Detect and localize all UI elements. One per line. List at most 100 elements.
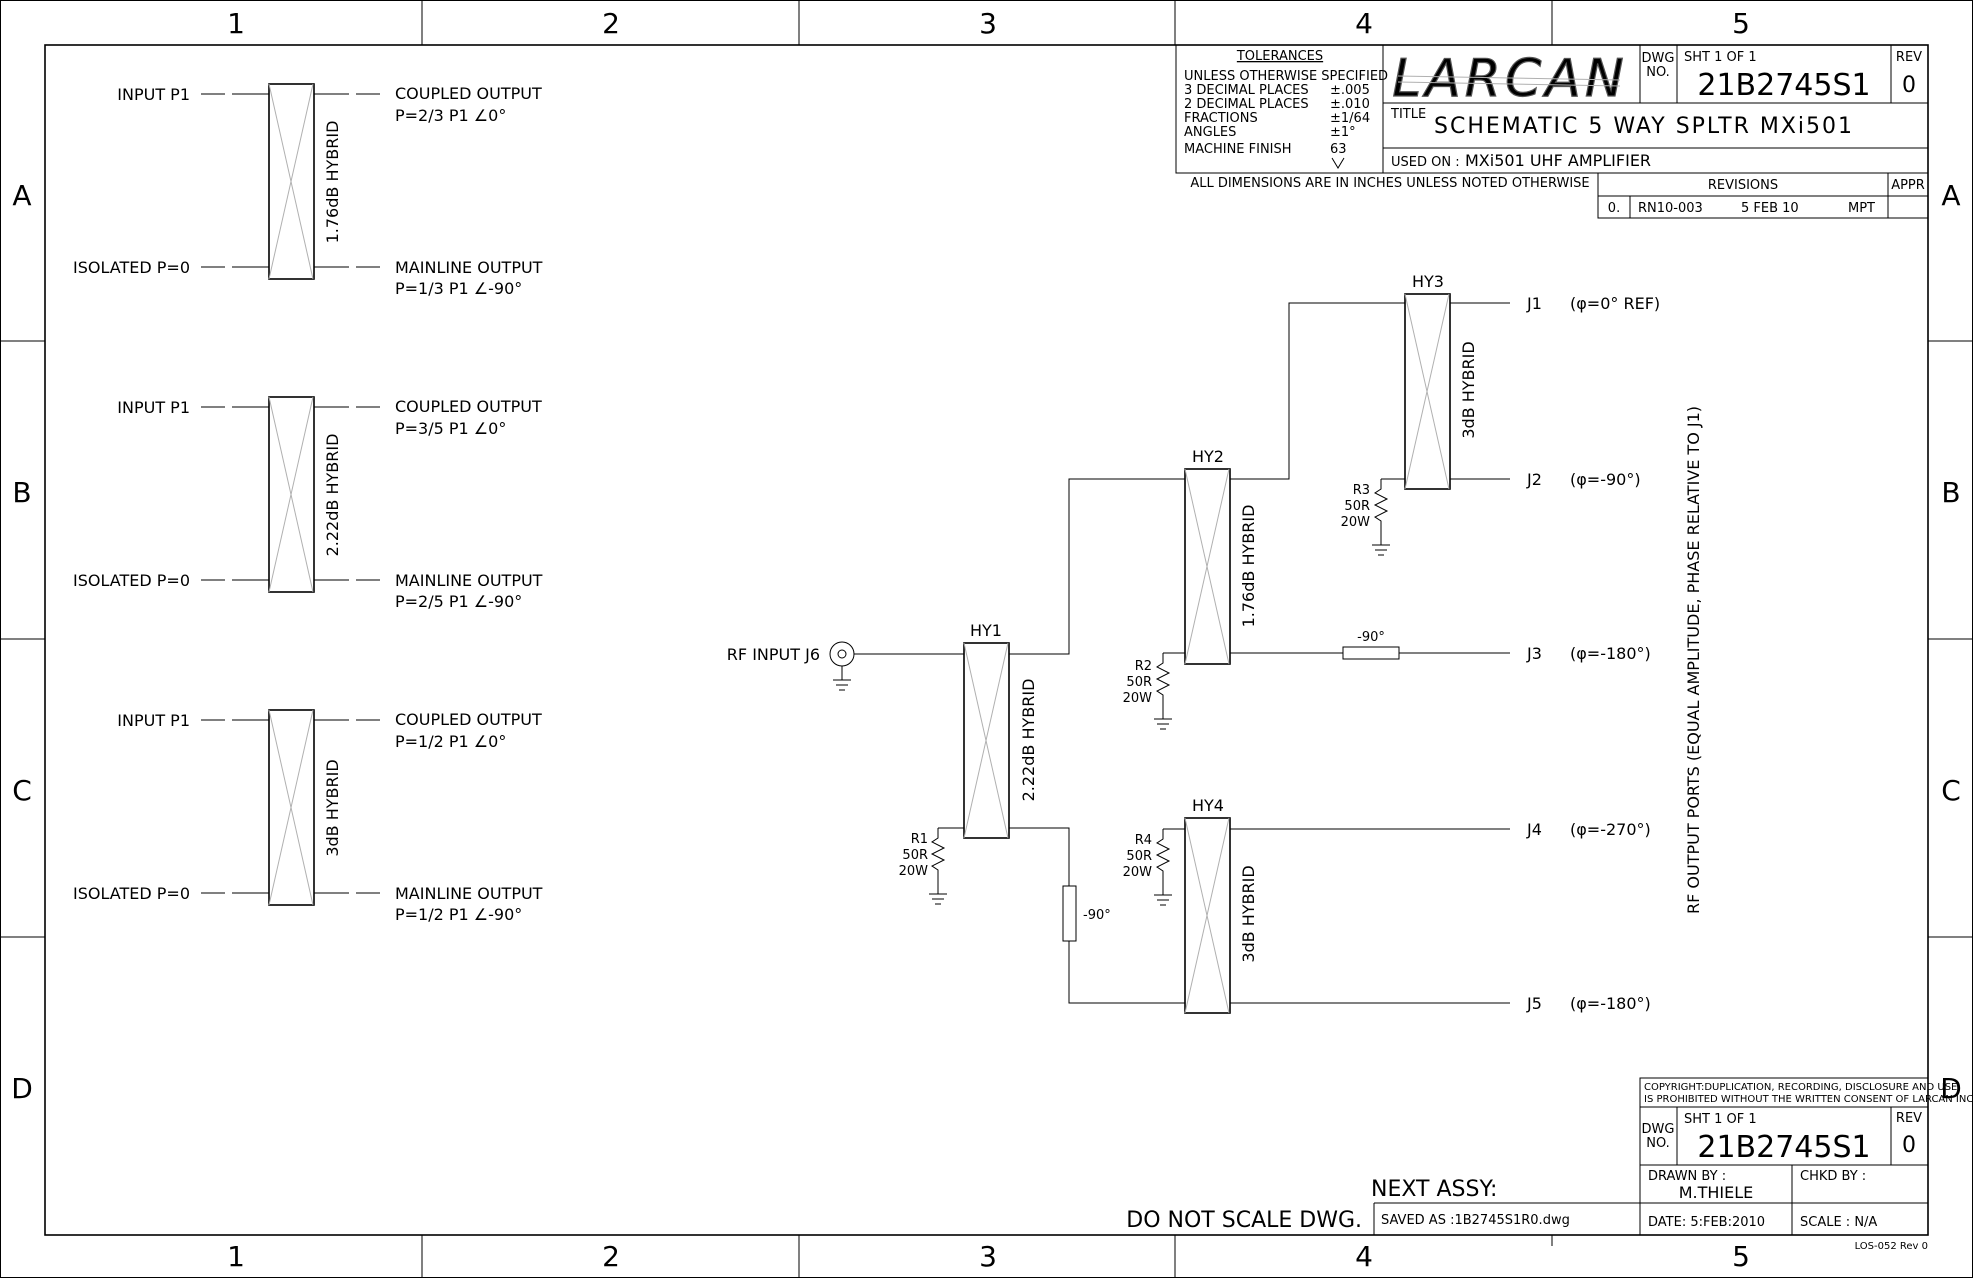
bottom-title-block: COPYRIGHT:DUPLICATION, RECORDING, DISCLO… bbox=[1126, 1077, 1973, 1252]
next-assy-label: NEXT ASSY: bbox=[1371, 1177, 1497, 1202]
tolerance-label: 2 DECIMAL PLACES bbox=[1184, 97, 1309, 112]
legend-hybrid-type: 2.22dB HYBRID bbox=[323, 434, 342, 557]
hybrid-type-label: 1.76dB HYBRID bbox=[1239, 505, 1258, 628]
legend-hybrid-type: 1.76dB HYBRID bbox=[323, 121, 342, 244]
hybrid-ref-label: HY1 bbox=[970, 621, 1002, 640]
delay-line-vertical: -90° bbox=[1062, 885, 1111, 942]
dimensions-note: ALL DIMENSIONS ARE IN INCHES UNLESS NOTE… bbox=[1190, 176, 1589, 191]
dwg-no-label: NO. bbox=[1646, 1136, 1670, 1151]
copyright-line-1: COPYRIGHT:DUPLICATION, RECORDING, DISCLO… bbox=[1644, 1082, 1957, 1093]
legend-hybrid-3: INPUT P1 ISOLATED P=0 COUPLED OUTPUT P=1… bbox=[73, 709, 543, 924]
grid-row-b-left: B bbox=[12, 476, 31, 509]
grid-col-2-top: 2 bbox=[602, 7, 620, 40]
wire bbox=[1009, 827, 1070, 886]
wire bbox=[1230, 302, 1405, 480]
legend-coupled-power: P=2/3 P1 ∠0° bbox=[395, 106, 506, 125]
grid-col-5-top: 5 bbox=[1732, 7, 1750, 40]
coax-connector-icon bbox=[829, 641, 855, 667]
port-ref: J2 bbox=[1526, 470, 1542, 489]
hybrid-hy3: HY3 3dB HYBRID bbox=[1404, 272, 1478, 490]
grid-labels: 1 2 3 4 5 1 2 3 4 5 A B C D A B C D bbox=[11, 7, 1962, 1273]
revisions-heading: REVISIONS bbox=[1708, 178, 1778, 193]
load-value: 50R bbox=[1126, 675, 1152, 690]
load-r3: R3 50R 20W bbox=[1341, 478, 1405, 556]
port-phase: (φ=-90°) bbox=[1570, 470, 1641, 489]
output-ports-note: RF OUTPUT PORTS (EQUAL AMPLITUDE, PHASE … bbox=[1684, 406, 1703, 914]
grid-col-2-bottom: 2 bbox=[602, 1240, 620, 1273]
output-port-j2: J2 (φ=-90°) bbox=[1526, 470, 1641, 489]
used-on-label: USED ON : bbox=[1391, 155, 1460, 170]
saved-as-path: SAVED AS :1B2745S1R0.dwg bbox=[1381, 1213, 1570, 1228]
company-logo: LARCAN bbox=[1392, 49, 1627, 109]
hybrid-hy1: HY1 2.22dB HYBRID bbox=[963, 621, 1038, 839]
rev-label: REV bbox=[1896, 50, 1922, 65]
tolerance-value: ±1° bbox=[1330, 125, 1356, 140]
legend-mainline-label: MAINLINE OUTPUT bbox=[395, 571, 543, 590]
grid-col-5-bottom: 5 bbox=[1732, 1240, 1750, 1273]
grid-row-b-right: B bbox=[1941, 476, 1960, 509]
tolerance-label: ANGLES bbox=[1184, 125, 1236, 140]
sheet-label: SHT 1 OF 1 bbox=[1684, 50, 1757, 65]
legend-hybrid-2: INPUT P1 ISOLATED P=0 COUPLED OUTPUT P=3… bbox=[73, 396, 543, 611]
port-phase: (φ=0° REF) bbox=[1570, 294, 1660, 313]
output-port-j4: J4 (φ=-270°) bbox=[1526, 820, 1651, 839]
legend-mainline-power: P=1/2 P1 ∠-90° bbox=[395, 905, 522, 924]
checked-by-label: CHKD BY : bbox=[1800, 1169, 1866, 1184]
legend-hybrid-1: INPUT P1 ISOLATED P=0 COUPLED OUTPUT P=2… bbox=[73, 83, 543, 298]
load-value: 50R bbox=[1344, 499, 1370, 514]
load-ref: R1 bbox=[911, 832, 928, 847]
drawing-number: 21B2745S1 bbox=[1697, 1130, 1870, 1165]
grid-col-3-top: 3 bbox=[979, 7, 997, 40]
title-block: TOLERANCES UNLESS OTHERWISE SPECIFIED 3 … bbox=[1175, 44, 1929, 191]
hybrid-type-label: 3dB HYBRID bbox=[1459, 341, 1478, 438]
load-power: 20W bbox=[899, 864, 929, 879]
output-port-j5: J5 (φ=-180°) bbox=[1526, 994, 1651, 1013]
load-power: 20W bbox=[1123, 691, 1153, 706]
grid-row-c-right: C bbox=[1941, 774, 1961, 807]
tolerance-value: ±.005 bbox=[1330, 83, 1370, 98]
revision-ecn: RN10-003 bbox=[1638, 201, 1703, 216]
rf-input-label: RF INPUT J6 bbox=[727, 645, 820, 664]
do-not-scale-note: DO NOT SCALE DWG. bbox=[1126, 1208, 1362, 1233]
tolerance-value: ±.010 bbox=[1330, 97, 1370, 112]
legend-isolated-label: ISOLATED P=0 bbox=[73, 884, 190, 903]
sheet-label: SHT 1 OF 1 bbox=[1684, 1112, 1757, 1127]
port-ref: J5 bbox=[1526, 994, 1542, 1013]
delay-label: -90° bbox=[1357, 630, 1385, 645]
load-ref: R4 bbox=[1135, 833, 1152, 848]
drawn-by-value: M.THIELE bbox=[1679, 1183, 1754, 1202]
port-phase: (φ=-180°) bbox=[1570, 644, 1651, 663]
legend-input-label: INPUT P1 bbox=[117, 711, 190, 730]
legend-mainline-label: MAINLINE OUTPUT bbox=[395, 258, 543, 277]
rf-input-connector: RF INPUT J6 bbox=[727, 641, 855, 691]
legend-mainline-power: P=2/5 P1 ∠-90° bbox=[395, 592, 522, 611]
legend-coupled-power: P=1/2 P1 ∠0° bbox=[395, 732, 506, 751]
drawn-by-label: DRAWN BY : bbox=[1648, 1169, 1726, 1184]
tolerance-label: MACHINE FINISH bbox=[1184, 142, 1292, 157]
legend-coupled-label: COUPLED OUTPUT bbox=[395, 710, 542, 729]
legend-hybrid-body bbox=[268, 709, 315, 906]
legend-coupled-label: COUPLED OUTPUT bbox=[395, 397, 542, 416]
revision-date: 5 FEB 10 bbox=[1741, 201, 1799, 216]
legend-mainline-power: P=1/3 P1 ∠-90° bbox=[395, 279, 522, 298]
drawing-scale: SCALE : N/A bbox=[1800, 1215, 1877, 1230]
legend-coupled-power: P=3/5 P1 ∠0° bbox=[395, 419, 506, 438]
appr-label: APPR bbox=[1891, 178, 1925, 193]
legend-mainline-label: MAINLINE OUTPUT bbox=[395, 884, 543, 903]
legend-hybrid-body bbox=[268, 83, 315, 280]
surface-finish-icon bbox=[1331, 157, 1345, 169]
load-r4: R4 50R 20W bbox=[1123, 828, 1185, 906]
hybrid-type-label: 3dB HYBRID bbox=[1239, 865, 1258, 962]
splitter-schematic: RF INPUT J6 HY1 2.22dB HYBRID R1 50R 20W… bbox=[727, 272, 1703, 1014]
legend-hybrid-type: 3dB HYBRID bbox=[323, 759, 342, 856]
tolerances-heading: TOLERANCES bbox=[1236, 49, 1323, 64]
delay-line-horizontal: -90° bbox=[1342, 630, 1400, 660]
hybrid-hy2: HY2 1.76dB HYBRID bbox=[1184, 447, 1258, 665]
output-port-j1: J1 (φ=0° REF) bbox=[1526, 294, 1660, 313]
load-power: 20W bbox=[1123, 865, 1153, 880]
load-ref: R3 bbox=[1353, 483, 1370, 498]
load-ref: R2 bbox=[1135, 659, 1152, 674]
legend-isolated-label: ISOLATED P=0 bbox=[73, 258, 190, 277]
port-ref: J3 bbox=[1526, 644, 1542, 663]
